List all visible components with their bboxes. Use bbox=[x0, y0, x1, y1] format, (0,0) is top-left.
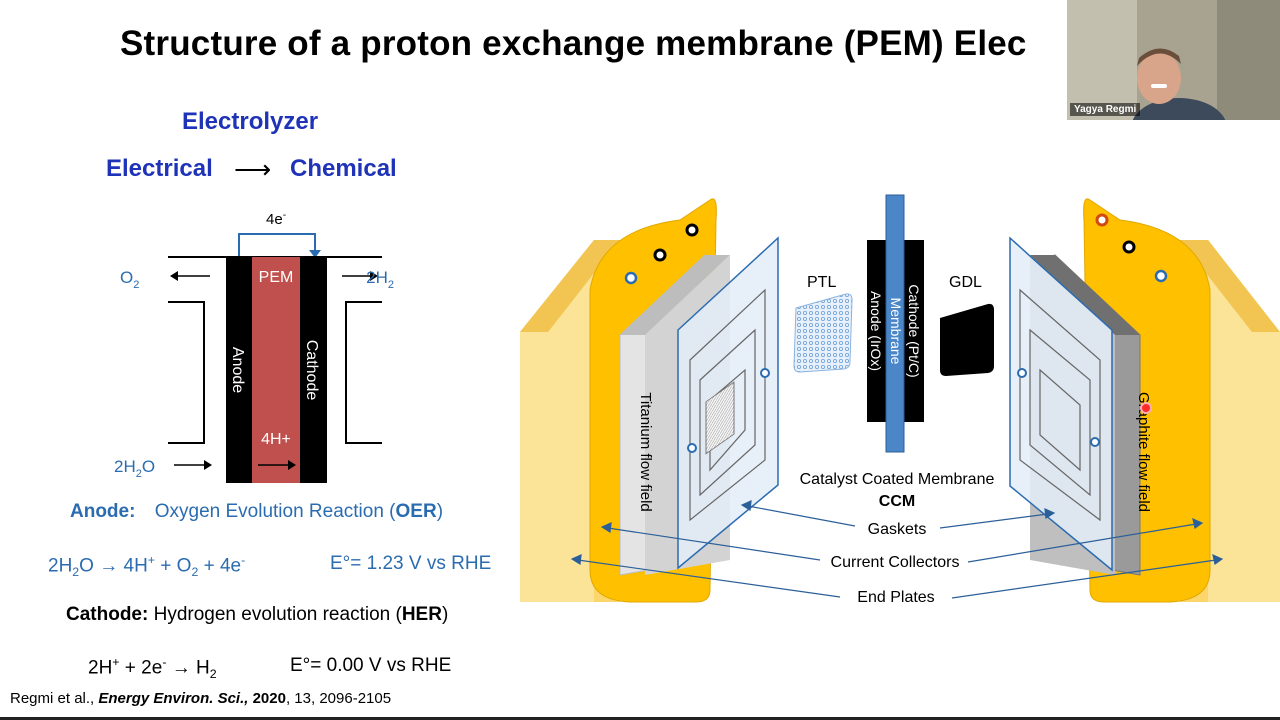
o2-arrow-icon bbox=[170, 271, 178, 281]
proton-label: 4H+ bbox=[261, 431, 291, 448]
anode-electrode bbox=[226, 257, 252, 483]
ccm-anode-label: Anode (IrOx) bbox=[868, 291, 884, 371]
pem-label: PEM bbox=[259, 269, 294, 286]
citation: Regmi et al., Energy Environ. Sci., 2020… bbox=[10, 690, 392, 707]
port-icon bbox=[624, 271, 638, 285]
gdl-layer bbox=[940, 303, 994, 376]
anode-reaction-name: Oxygen Evolution Reaction ( bbox=[154, 501, 396, 522]
anode-equation: 2H2O → 4H+ + O2 + 4e- bbox=[48, 553, 246, 580]
h2-label: 2H2 bbox=[366, 268, 394, 291]
conversion-arrow-icon: ⟶ bbox=[234, 154, 272, 184]
electron-label: 4e- bbox=[266, 210, 286, 228]
cathode-reaction-label: Cathode: bbox=[66, 604, 149, 625]
cathode-reaction-name: Hydrogen evolution reaction ( bbox=[148, 604, 402, 625]
slide-title: Structure of a proton exchange membrane … bbox=[120, 24, 1027, 63]
conversion-from: Electrical bbox=[106, 155, 213, 182]
cathode-label: Cathode bbox=[303, 340, 320, 401]
her-abbr: HER bbox=[401, 604, 442, 625]
h2-arrow-icon bbox=[370, 271, 378, 281]
ccm-abbr: CCM bbox=[879, 493, 915, 510]
participant-name-label: Yagya Regmi bbox=[1070, 103, 1141, 116]
port-icon bbox=[1154, 269, 1168, 283]
port-icon bbox=[653, 248, 667, 262]
ccm-caption: Catalyst Coated Membrane bbox=[800, 471, 995, 488]
conversion-to: Chemical bbox=[290, 155, 397, 182]
oer-abbr: OER bbox=[395, 501, 437, 522]
ccm-membrane bbox=[885, 194, 905, 453]
bottom-divider bbox=[0, 717, 1280, 720]
electrolyzer-heading: Electrolyzer bbox=[182, 108, 319, 135]
participant-video-tile[interactable]: Yagya Regmi bbox=[1067, 0, 1280, 120]
ccm-membrane-label: Membrane bbox=[888, 298, 904, 365]
anode-bracket bbox=[168, 301, 205, 444]
end-plates-label: End Plates bbox=[857, 589, 934, 606]
port-icon bbox=[1095, 213, 1109, 227]
cathode-potential: E°= 0.00 V vs RHE bbox=[290, 655, 452, 676]
electron-path bbox=[238, 233, 316, 256]
titanium-flow-field-label: Titanium flow field bbox=[637, 392, 654, 512]
o2-label: O2 bbox=[120, 268, 139, 291]
gdl-label: GDL bbox=[949, 274, 982, 291]
port-icon bbox=[1122, 240, 1136, 254]
ptl-layer bbox=[793, 293, 853, 373]
port-icon bbox=[1090, 437, 1100, 447]
port-icon bbox=[685, 223, 699, 237]
current-collectors-label: Current Collectors bbox=[831, 554, 960, 571]
proton-arrow-icon bbox=[288, 460, 296, 470]
anode-potential: E°= 1.23 V vs RHE bbox=[330, 553, 492, 574]
electrolyzer-schematic: 4e- PEM Anode Cathode 4H+ O2 2H2 2H2O bbox=[114, 210, 394, 483]
graphite-flow-field-label: Graphite flow field bbox=[1135, 392, 1152, 512]
laser-pointer-icon bbox=[1140, 402, 1152, 414]
pem-membrane bbox=[252, 257, 300, 483]
ptl-label: PTL bbox=[807, 274, 836, 291]
pem-cell-diagram: Titanium flow field PTL Cathode (Pt/C) M… bbox=[520, 194, 1280, 606]
cathode-bracket bbox=[345, 301, 382, 444]
anode-reaction-title: Anode: Oxygen Evolution Reaction (OER) bbox=[70, 501, 444, 522]
anode-reaction-label: Anode: bbox=[70, 501, 136, 522]
participant-avatar-icon bbox=[1067, 0, 1280, 120]
cathode-equation: 2H+ + 2e- → H2 bbox=[88, 655, 217, 682]
anode-label: Anode bbox=[229, 347, 246, 393]
electron-arrow-icon bbox=[309, 250, 321, 258]
port-icon bbox=[687, 443, 697, 453]
ccm-cathode-label: Cathode (Pt/C) bbox=[906, 284, 922, 377]
gaskets-label: Gaskets bbox=[868, 521, 927, 538]
water-arrow-icon bbox=[204, 460, 212, 470]
water-label: 2H2O bbox=[114, 457, 155, 480]
port-icon bbox=[760, 368, 770, 378]
port-icon bbox=[1017, 368, 1027, 378]
cathode-reaction-title: Cathode: Hydrogen evolution reaction (HE… bbox=[66, 604, 449, 625]
cathode-electrode bbox=[300, 257, 327, 483]
right-gasket bbox=[1009, 236, 1113, 572]
